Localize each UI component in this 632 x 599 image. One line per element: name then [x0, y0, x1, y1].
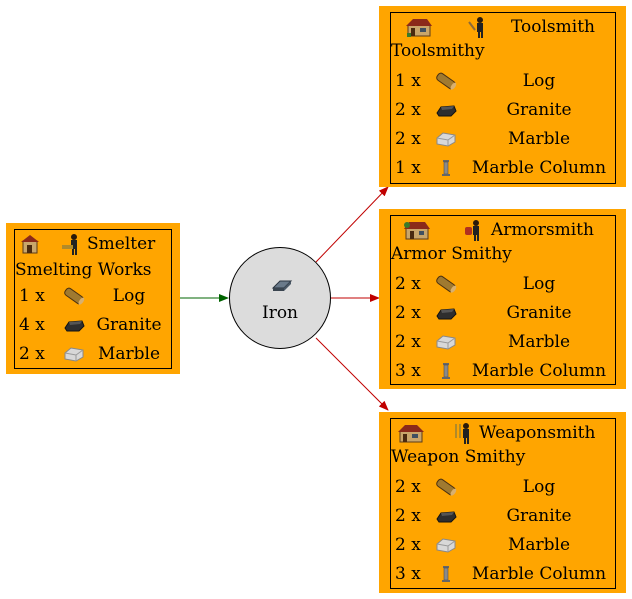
marble-column-icon	[442, 160, 450, 176]
producer-input-row: 1 x Log	[15, 282, 171, 310]
iron-ingot-icon	[271, 280, 293, 291]
consumer-node-toolsmithy: Toolsmith Toolsmithy 1 x Log 2 x Granite…	[379, 6, 626, 187]
producer-worker-name: Smelter	[87, 234, 156, 254]
producer-node-smelting-works: Smelter Smelting Works 1 x Log 4 x Grani…	[6, 223, 180, 374]
input-ware-name: Marble Column	[471, 158, 607, 178]
log-icon	[436, 72, 457, 90]
log-icon	[436, 478, 457, 496]
input-amount: 2 x	[395, 332, 421, 352]
input-ware-name: Marble	[507, 129, 571, 149]
input-ware-name: Log	[522, 477, 556, 497]
consumer-input-row: 2 x Log	[391, 473, 615, 501]
toolsmithy-building-icon	[406, 19, 432, 37]
smelting-works-building-icon	[21, 235, 39, 254]
weapon-smithy-building-icon	[398, 425, 424, 443]
smelter-worker-icon	[62, 234, 77, 255]
input-amount: 2 x	[395, 535, 421, 555]
consumer-input-row: 1 x Marble Column	[391, 154, 615, 182]
marble-icon	[436, 538, 456, 553]
ware-label: Iron	[261, 303, 299, 323]
marble-icon	[436, 335, 456, 350]
marble-column-icon	[442, 363, 450, 379]
input-ware-name: Log	[522, 71, 556, 91]
granite-icon	[436, 511, 457, 523]
input-amount: 3 x	[395, 361, 421, 381]
input-amount: 1 x	[395, 158, 421, 178]
consumer-building-name: Armor Smithy	[391, 244, 512, 264]
consumer-input-row: 2 x Granite	[391, 502, 615, 530]
consumer-input-row: 2 x Marble	[391, 531, 615, 559]
consumer-building-name: Weapon Smithy	[391, 447, 526, 467]
input-amount: 2 x	[395, 506, 421, 526]
producer-input-row: 4 x Granite	[15, 311, 171, 339]
input-amount: 3 x	[395, 564, 421, 584]
consumer-input-row: 3 x Marble Column	[391, 357, 615, 385]
consumer-worker-name: Toolsmith	[511, 17, 595, 37]
consumer-node-weapon-smithy: Weaponsmith Weapon Smithy 2 x Log 2 x Gr…	[379, 412, 626, 593]
input-amount: 2 x	[395, 303, 421, 323]
input-amount: 2 x	[395, 274, 421, 294]
input-amount: 1 x	[395, 71, 421, 91]
consumer-building-name: Toolsmithy	[391, 41, 485, 61]
consumer-input-row: 2 x Marble	[391, 125, 615, 153]
input-ware-name: Marble	[97, 344, 161, 364]
consumer-worker-name: Armorsmith	[491, 220, 594, 240]
consumer-input-row: 2 x Granite	[391, 96, 615, 124]
granite-icon	[436, 308, 457, 320]
input-ware-name: Granite	[506, 303, 572, 323]
consumer-input-row: 1 x Log	[391, 67, 615, 95]
armorsmith-worker-icon	[465, 220, 479, 241]
granite-icon	[436, 105, 457, 117]
producer-input-row: 2 x Marble	[15, 340, 171, 368]
marble-column-icon	[442, 566, 450, 582]
armor-smithy-building-icon	[404, 222, 430, 240]
marble-icon	[436, 132, 456, 147]
input-ware-name: Granite	[506, 100, 572, 120]
input-amount: 2 x	[395, 477, 421, 497]
input-amount: 1 x	[19, 286, 45, 306]
log-icon	[64, 287, 85, 305]
consumer-node-armor-smithy: Armorsmith Armor Smithy 2 x Log 2 x Gran…	[379, 209, 626, 389]
consumer-input-row: 3 x Marble Column	[391, 560, 615, 588]
producer-building-name: Smelting Works	[15, 260, 152, 280]
input-ware-name: Log	[112, 286, 146, 306]
consumer-worker-name: Weaponsmith	[479, 423, 596, 443]
input-ware-name: Log	[522, 274, 556, 294]
input-ware-name: Marble Column	[471, 564, 607, 584]
input-ware-name: Granite	[96, 315, 162, 335]
consumer-input-row: 2 x Log	[391, 270, 615, 298]
input-ware-name: Granite	[506, 506, 572, 526]
input-ware-name: Marble	[507, 535, 571, 555]
consumer-input-row: 2 x Granite	[391, 299, 615, 327]
input-amount: 2 x	[19, 344, 45, 364]
input-ware-name: Marble Column	[471, 361, 607, 381]
granite-icon	[64, 320, 85, 332]
input-amount: 4 x	[19, 315, 45, 335]
marble-icon	[64, 347, 84, 362]
consumer-input-row: 2 x Marble	[391, 328, 615, 356]
input-amount: 2 x	[395, 129, 421, 149]
log-icon	[436, 275, 457, 293]
toolsmith-worker-icon	[468, 17, 483, 38]
input-ware-name: Marble	[507, 332, 571, 352]
weaponsmith-worker-icon	[455, 423, 469, 444]
edge-iron-to-weapon-smithy	[315, 337, 389, 411]
input-amount: 2 x	[395, 100, 421, 120]
edge-iron-to-toolsmithy	[315, 186, 389, 263]
ware-node-iron: Iron	[229, 247, 331, 349]
